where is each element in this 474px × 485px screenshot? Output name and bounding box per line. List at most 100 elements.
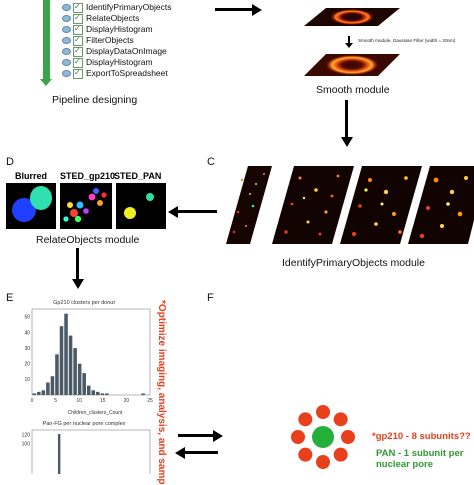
- relate-image-blurred: [6, 183, 56, 229]
- histogram-bar: [55, 354, 59, 395]
- identify-image-4: [408, 166, 474, 244]
- optimize-note: *Optimize imaging, analysis, and samp: [156, 300, 167, 485]
- gp210-subunit: [316, 455, 330, 469]
- eye-icon[interactable]: [62, 26, 71, 33]
- smooth-annotation: Smooth module, Gaussian Filter (width = …: [358, 38, 456, 43]
- eye-icon[interactable]: [62, 37, 71, 44]
- histogram-bar: [64, 313, 68, 395]
- histogram-1-xlabel: Children_clusters_Count: [67, 410, 123, 416]
- arrow-to-identify-head: [340, 137, 353, 147]
- arrow-to-histogram: [76, 248, 79, 280]
- gp210-subunit: [333, 412, 348, 427]
- histogram-bar: [77, 363, 82, 395]
- pan-subunit: [312, 426, 334, 448]
- smooth-input-ring: [330, 9, 374, 25]
- smooth-caption: Smooth module: [316, 84, 390, 96]
- panel-letter-f: F: [207, 292, 214, 304]
- arrow-to-relate-head: [168, 205, 178, 218]
- relate-title-blurred: Blurred: [15, 171, 48, 181]
- pipeline-item-label: ExportToSpreadsheet: [86, 68, 168, 78]
- eye-icon[interactable]: [62, 48, 71, 55]
- gp210-subunit: [298, 412, 313, 427]
- arrow-to-model-head: [213, 429, 223, 442]
- identify-caption: IdentifyPrimaryObjects module: [282, 257, 425, 269]
- relate-title-gp210: STED_gp210: [60, 171, 116, 181]
- arrow-to-smooth-head: [252, 3, 262, 16]
- smooth-small-arrow: [348, 36, 350, 44]
- gp210-note: *gp210 - 8 subunits??: [372, 431, 471, 442]
- gp210-subunit: [341, 430, 355, 444]
- histogram-bar: [96, 391, 100, 395]
- checkbox-icon[interactable]: [73, 67, 83, 79]
- pipeline-item[interactable]: DisplayHistogram: [62, 23, 153, 35]
- y-tick-label: 100: [22, 442, 31, 448]
- y-tick-label: 50: [24, 315, 30, 321]
- histogram-bar: [100, 393, 105, 395]
- eye-icon[interactable]: [62, 4, 71, 11]
- histogram-bar: [41, 390, 46, 395]
- smooth-output-ring: [326, 55, 378, 75]
- pipeline-item-label: DisplayDataOnImage: [86, 46, 167, 56]
- histogram-bar: [105, 393, 109, 395]
- relate-objects-images: [6, 183, 166, 229]
- x-tick-label: 10: [76, 398, 82, 404]
- plot-frame: [31, 429, 151, 474]
- relate-title-pan: STED_PAN: [114, 171, 162, 181]
- arrow-to-model: [178, 434, 214, 437]
- pipeline-item[interactable]: DisplayHistogram: [62, 56, 153, 68]
- histogram-bar: [50, 376, 55, 395]
- pan-note-line-1: PAN - 1 subunit per: [376, 448, 464, 459]
- histogram-bar: [73, 348, 77, 395]
- pipeline-item[interactable]: FilterObjects: [62, 34, 134, 46]
- histogram-1-title: Gp210 clusters per donut: [53, 300, 115, 306]
- x-tick-label: 20: [124, 398, 130, 404]
- histogram-bar: [82, 373, 86, 395]
- gp210-subunit: [333, 447, 348, 462]
- identify-image-3: [340, 166, 422, 244]
- x-tick-label: 25: [147, 398, 153, 404]
- x-tick-label: 0: [31, 398, 34, 404]
- arrow-to-relate: [177, 210, 217, 213]
- relate-image-gp210: [60, 183, 112, 229]
- x-tick-label: 5: [54, 398, 57, 404]
- pan-note-line-2: nuclear pore: [376, 459, 434, 470]
- histogram-bar: [59, 326, 64, 395]
- plot-frame: [31, 308, 151, 396]
- pipeline-item[interactable]: RelateObjects: [62, 12, 140, 24]
- histogram-2-title: Pan-FG per nuclear pore complex: [42, 421, 126, 427]
- pipeline-item[interactable]: ExportToSpreadsheet: [62, 67, 168, 79]
- eye-icon[interactable]: [62, 59, 71, 66]
- relate-image-pan: [116, 183, 166, 229]
- pipeline-item-label: RelateObjects: [86, 13, 140, 23]
- eye-icon[interactable]: [62, 70, 71, 77]
- pipeline-item-label: IdentifyPrimaryObjects: [86, 2, 172, 12]
- pipeline-item[interactable]: DisplayDataOnImage: [62, 45, 167, 57]
- identify-image-2: [272, 166, 354, 244]
- eye-icon[interactable]: [62, 15, 71, 22]
- histogram-bar: [46, 382, 50, 395]
- histogram-bar: [32, 393, 37, 395]
- histogram-bar: [57, 434, 61, 474]
- pipeline-item[interactable]: IdentifyPrimaryObjects: [62, 1, 172, 13]
- y-tick-label: 30: [24, 346, 30, 352]
- identify-image-1: [226, 166, 272, 244]
- histogram-bar: [86, 385, 91, 395]
- gp210-subunit: [298, 447, 313, 462]
- pipeline-item-label: FilterObjects: [86, 35, 134, 45]
- pipeline-caption: Pipeline designing: [52, 94, 138, 106]
- panel-letter-e: E: [6, 292, 14, 304]
- gp210-subunit: [291, 430, 305, 444]
- smooth-input-image: [304, 8, 400, 26]
- arrow-from-model-head: [175, 446, 185, 459]
- histogram-bar: [68, 335, 73, 395]
- nuclear-pore-model: [291, 405, 355, 469]
- arrow-to-identify: [345, 100, 348, 138]
- smooth-small-arrow-head: [344, 43, 353, 48]
- arrow-to-smooth: [215, 8, 253, 11]
- panel-letter-c: C: [207, 156, 215, 168]
- histogram-bar: [37, 391, 41, 395]
- gp210-subunit: [316, 405, 330, 419]
- pipeline-flow-arrow: [40, 0, 52, 86]
